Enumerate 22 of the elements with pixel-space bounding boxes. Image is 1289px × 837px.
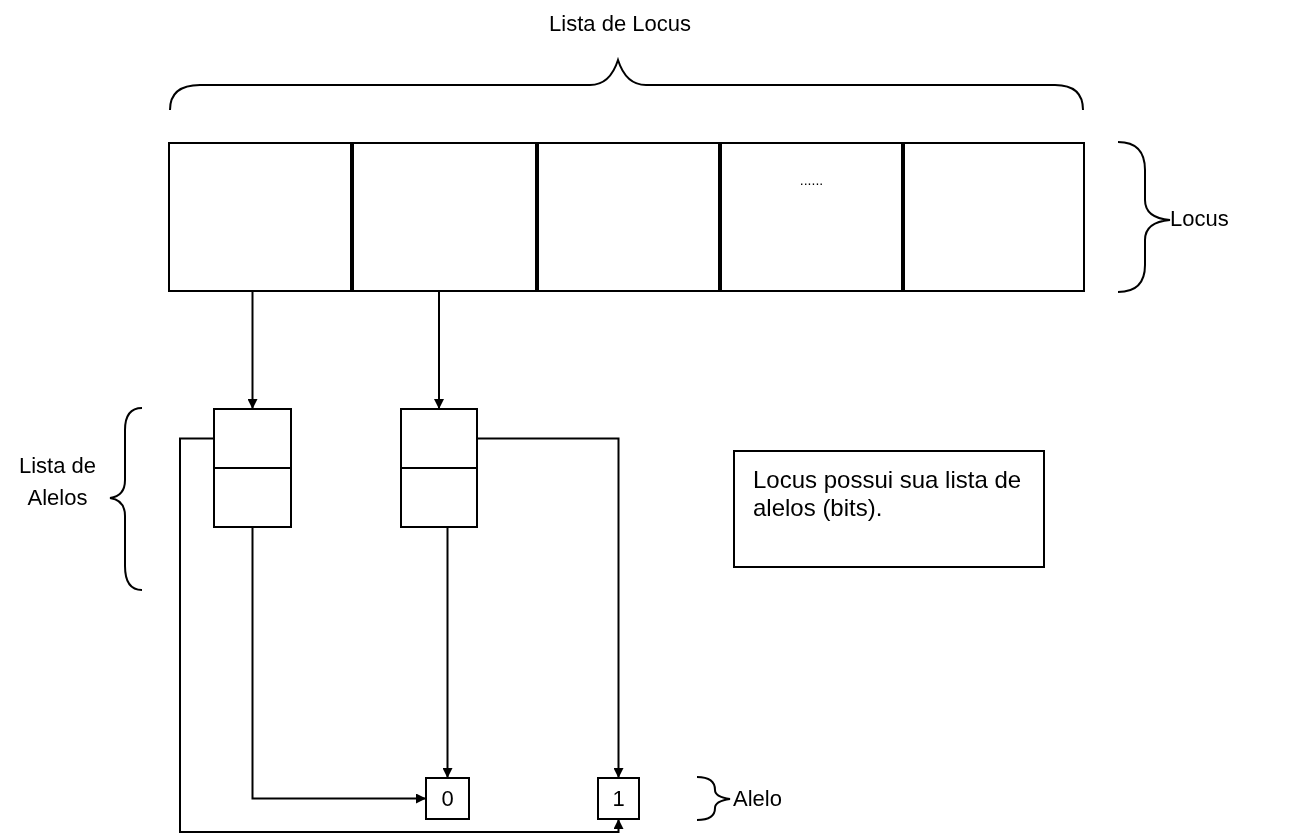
arrow (179, 437, 624, 833)
bracket-label: Locus (1170, 205, 1230, 233)
arrow (247, 291, 258, 409)
allele-list-cell (400, 467, 478, 528)
locus-cell: ...... (720, 142, 903, 292)
allele-list-cell (213, 467, 292, 528)
bracket-label: Lista de Alelos (17, 452, 98, 512)
arrow (251, 527, 426, 804)
allele-list-cell (400, 408, 478, 469)
bracket-label: Lista de Locus (548, 10, 692, 38)
bracket-label: Alelo (733, 785, 783, 813)
allele-box: 0 (425, 777, 470, 820)
allele-list-cell (213, 408, 292, 469)
locus-cell (537, 142, 720, 292)
arrow (442, 527, 453, 778)
locus-cell (903, 142, 1085, 292)
locus-cell (168, 142, 352, 292)
arrow (434, 291, 444, 409)
arrow (477, 437, 624, 778)
locus-cell (352, 142, 537, 292)
allele-box: 1 (597, 777, 640, 820)
note-box: Locus possui sua lista de alelos (bits). (733, 450, 1045, 568)
